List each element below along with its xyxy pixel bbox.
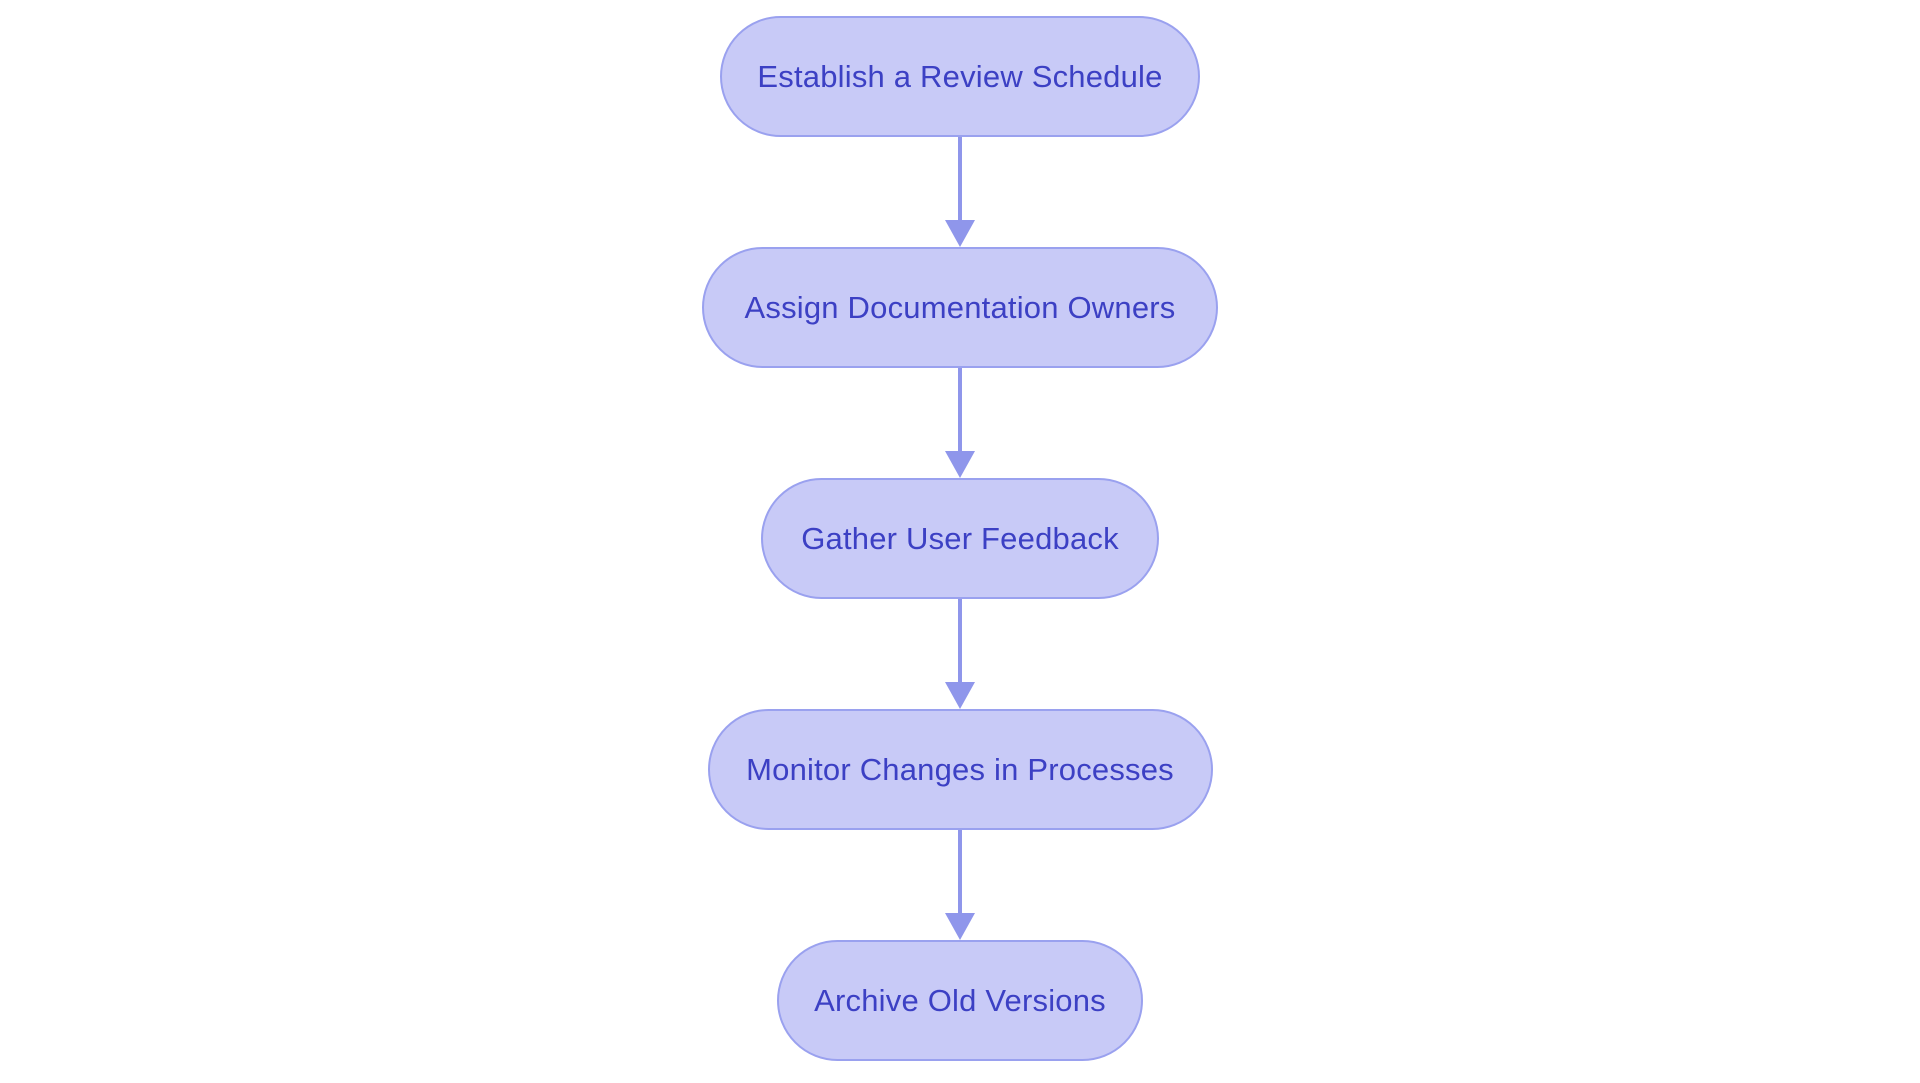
node-label: Gather User Feedback [801,520,1119,556]
node-label: Archive Old Versions [814,982,1106,1018]
arrow-down-icon [945,451,975,478]
node-label: Assign Documentation Owners [744,289,1176,325]
arrow-shaft [958,137,962,220]
arrow-shaft [958,830,962,913]
arrow-down-icon [945,682,975,709]
node-label: Monitor Changes in Processes [746,751,1174,787]
arrow-down-icon [945,913,975,940]
arrow-down-icon [945,220,975,247]
connector-2-3 [943,368,977,478]
node-assign-documentation-owners: Assign Documentation Owners [702,247,1218,368]
connector-3-4 [943,599,977,709]
node-monitor-changes-in-processes: Monitor Changes in Processes [707,709,1213,830]
node-establish-review-schedule: Establish a Review Schedule [720,16,1200,137]
connector-1-2 [943,137,977,247]
node-archive-old-versions: Archive Old Versions [777,940,1143,1061]
arrow-shaft [958,368,962,451]
node-label: Establish a Review Schedule [757,58,1163,94]
connector-4-5 [943,830,977,940]
node-gather-user-feedback: Gather User Feedback [761,478,1159,599]
arrow-shaft [958,599,962,682]
